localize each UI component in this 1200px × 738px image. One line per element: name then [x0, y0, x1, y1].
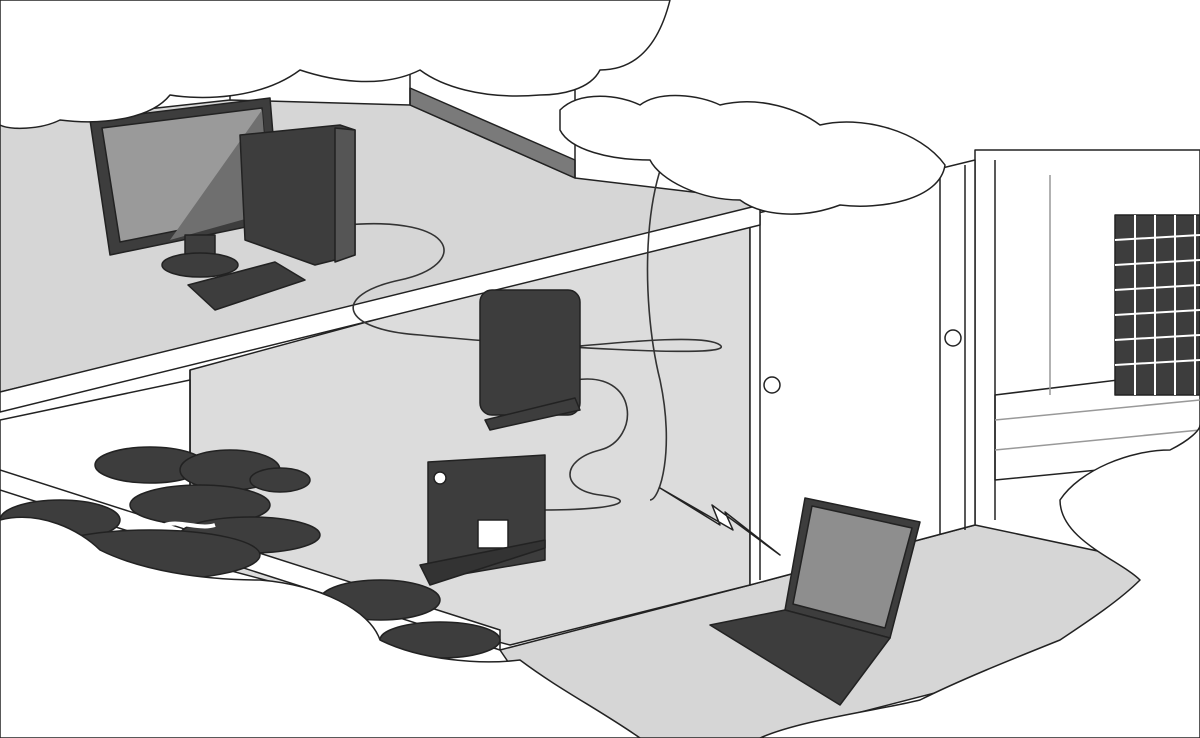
lattice-window	[1114, 214, 1200, 396]
laptop-icon	[709, 497, 921, 706]
keyboard-icon	[187, 261, 306, 311]
onu-modem-icon	[419, 454, 546, 586]
wireless-signal-icon	[659, 487, 781, 556]
sliding-door	[749, 159, 976, 586]
wifi-router-icon	[479, 289, 581, 431]
pc-tower-icon	[239, 124, 356, 266]
upper-floor-edge	[0, 204, 761, 413]
